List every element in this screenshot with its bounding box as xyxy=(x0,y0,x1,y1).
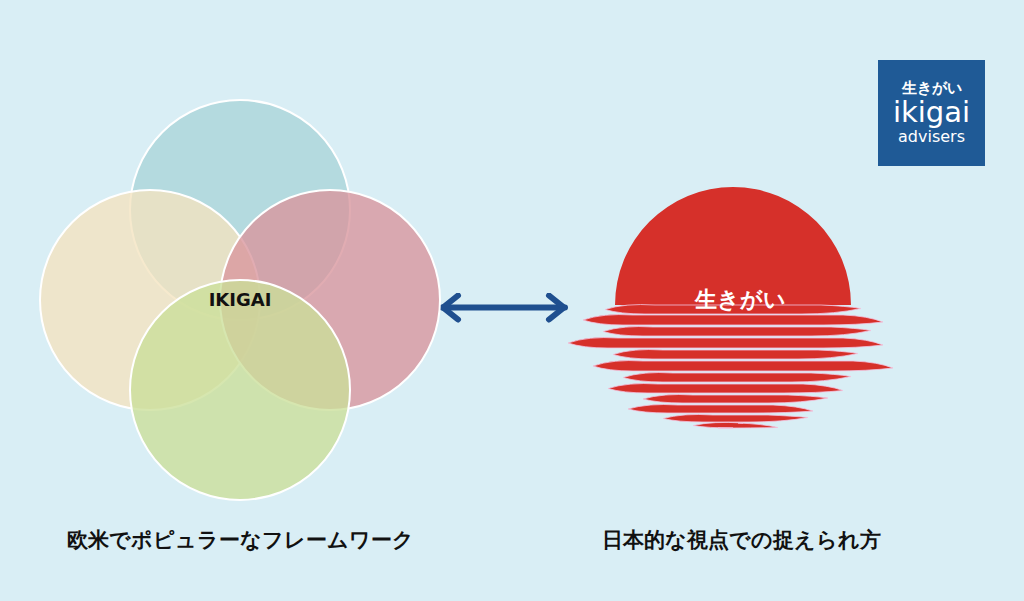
node-title: 生きがい xyxy=(695,288,786,312)
venn-circle xyxy=(130,280,350,500)
reflection-strip xyxy=(628,405,813,414)
node-title: IKIGAI xyxy=(209,290,272,310)
double-arrow xyxy=(442,305,565,311)
reflection-strip xyxy=(593,361,893,371)
reflection-strip xyxy=(608,384,843,393)
reflection-strip xyxy=(693,422,778,428)
venn-diagram: IKIGAI xyxy=(38,98,442,502)
caption-label: 日本的な視点での捉えられ方 xyxy=(602,526,881,554)
reflection-strip xyxy=(663,414,808,422)
reflection-strip xyxy=(613,350,858,359)
reflection-strip xyxy=(568,338,883,348)
logo-text: advisers xyxy=(898,128,965,146)
caption-label: 欧米でポピュラーなフレームワーク xyxy=(67,526,414,554)
reflection-strip xyxy=(583,315,883,325)
rising-sun: 生きがい xyxy=(565,185,895,430)
reflection-strip xyxy=(603,327,871,336)
logo-box: 生きがいikigaiadvisers xyxy=(878,60,985,166)
logo-text: ikigai xyxy=(893,97,970,129)
logo-text: 生きがい xyxy=(902,80,962,97)
reflection-strip xyxy=(623,373,851,382)
reflection-strip xyxy=(643,395,828,404)
sun-reflection xyxy=(568,305,893,428)
